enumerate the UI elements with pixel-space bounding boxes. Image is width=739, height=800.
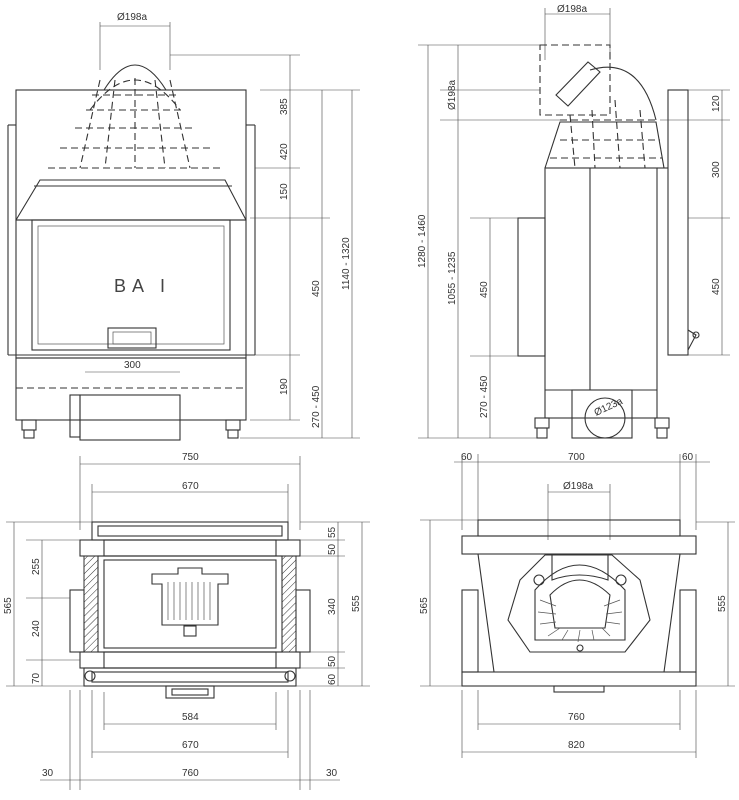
plan-dim-50-bottom: 50: [327, 655, 338, 667]
plan-dim-340: 340: [327, 598, 338, 615]
plan-width-750: 750: [182, 452, 199, 463]
plan-width-670: 670: [182, 481, 199, 492]
front-bottom-width: 300: [124, 360, 141, 371]
top-view: 60 700 60 Ø198a: [419, 452, 735, 758]
plan-dim-55: 55: [327, 526, 338, 538]
dim-1140-1320: 1140 - 1320: [341, 237, 352, 290]
dim-1055-1235: 1055 - 1235: [447, 251, 458, 305]
plan-dim-555: 555: [351, 595, 362, 612]
dim-270-450: 270 - 450: [311, 385, 322, 428]
front-view: Ø198a BA I: [7, 12, 360, 441]
top-width-760: 760: [568, 712, 585, 723]
side-pipe-top-label: Ø198a: [557, 4, 587, 15]
side-dim-270-450: 270 - 450: [479, 375, 490, 418]
side-dim-450: 450: [711, 278, 722, 295]
plan-offset-left: 30: [42, 768, 54, 779]
top-dim-555: 555: [717, 595, 728, 612]
plan-dim-255: 255: [31, 558, 42, 575]
plan-width-760: 760: [182, 768, 199, 779]
plan-dim-60: 60: [327, 673, 338, 685]
plan-dim-50-top: 50: [327, 543, 338, 555]
plan-offset-right: 30: [326, 768, 338, 779]
side-view: Ø198a Ø123a: [417, 4, 730, 439]
plan-dim-240: 240: [31, 620, 42, 637]
dim-190: 190: [279, 378, 290, 395]
plan-width-584: 584: [182, 712, 199, 723]
top-width-820: 820: [568, 740, 585, 751]
side-dim-450-left: 450: [479, 281, 490, 298]
plan-view: 750 670: [3, 452, 370, 790]
plan-dim-565: 565: [3, 597, 14, 614]
side-dim-120: 120: [711, 95, 722, 112]
front-pipe-label: Ø198a: [117, 12, 147, 23]
top-pipe-label: Ø198a: [563, 481, 593, 492]
plan-width-670-bottom: 670: [182, 740, 199, 751]
side-pipe-side-label: Ø198a: [447, 80, 458, 110]
top-width-60-right: 60: [682, 452, 694, 463]
dim-450: 450: [311, 280, 322, 297]
top-width-700: 700: [568, 452, 585, 463]
dim-1280-1460: 1280 - 1460: [417, 214, 428, 268]
side-dim-300: 300: [711, 161, 722, 178]
brand-label: BA I: [114, 276, 171, 296]
top-dim-565: 565: [419, 597, 430, 614]
plan-dim-70: 70: [31, 672, 42, 684]
top-width-60-left: 60: [461, 452, 473, 463]
dim-420: 420: [279, 143, 290, 160]
dim-385: 385: [279, 98, 290, 115]
dim-150: 150: [279, 183, 290, 200]
